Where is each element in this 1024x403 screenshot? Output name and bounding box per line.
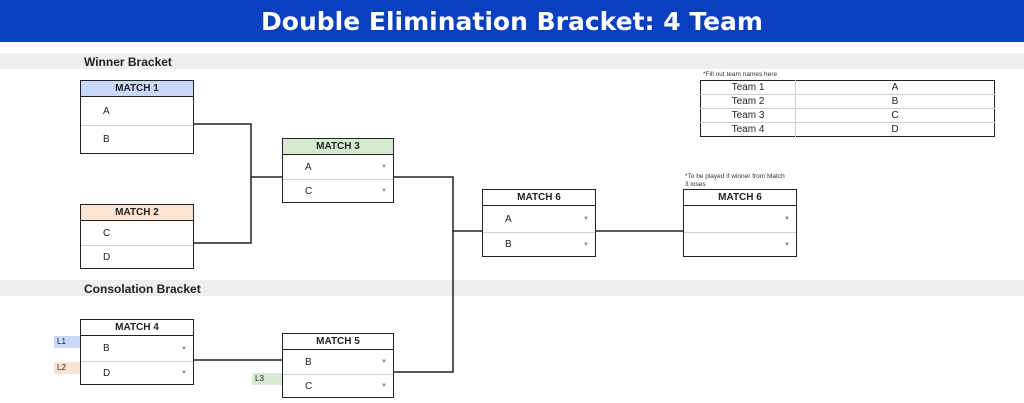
team-name: B <box>505 239 512 250</box>
match-6-slot-top[interactable]: A▼ <box>483 206 595 232</box>
chevron-down-icon[interactable]: ▼ <box>784 241 790 248</box>
team-name-cell[interactable]: B <box>795 94 995 109</box>
match-2-slot-top[interactable]: C <box>81 221 193 245</box>
match-6-final-slot-bottom[interactable]: ▼ <box>684 232 796 256</box>
chevron-down-icon[interactable]: ▼ <box>381 164 387 170</box>
connector-m2-m3 <box>194 177 252 244</box>
table-row: Team 2 B <box>700 94 995 109</box>
chevron-down-icon[interactable]: ▼ <box>181 345 187 352</box>
chevron-down-icon[interactable]: ▼ <box>583 241 589 248</box>
match-6-final-slot-top[interactable]: ▼ <box>684 206 796 232</box>
match-4-title: MATCH 4 <box>81 320 193 336</box>
match-1-slot-bottom[interactable]: B <box>81 125 193 153</box>
match-6-slot-bottom[interactable]: B▼ <box>483 232 595 256</box>
match-5: MATCH 5 B▼ C▼ <box>282 333 394 398</box>
team-name: B <box>103 343 110 354</box>
team-name-cell[interactable]: D <box>891 124 899 135</box>
match-1-title: MATCH 1 <box>81 81 193 97</box>
match-2-title: MATCH 2 <box>81 205 193 221</box>
match-6-title: MATCH 6 <box>483 190 595 206</box>
table-row: Team 1 A <box>700 80 995 95</box>
match-6-final-title: MATCH 6 <box>684 190 796 206</box>
tag-l2: L2 <box>54 362 80 374</box>
team-name: C <box>103 227 111 239</box>
match-5-slot-top[interactable]: B▼ <box>283 350 393 374</box>
match-3-slot-bottom[interactable]: C▼ <box>283 179 393 202</box>
connector-m5-m6 <box>394 231 454 373</box>
match-2: MATCH 2 C D <box>80 204 194 269</box>
tag-l3: L3 <box>252 373 282 385</box>
connector-m1-m3 <box>194 123 282 178</box>
tag-l1: L1 <box>54 336 80 348</box>
team-label: Team 1 <box>700 80 796 95</box>
table-row: Team 4 D <box>700 122 995 137</box>
team-name: A <box>305 161 312 173</box>
section-label-winner: Winner Bracket <box>84 55 172 69</box>
team-label: Team 3 <box>700 108 796 123</box>
table-row: Team 3 C <box>700 108 995 123</box>
chevron-down-icon[interactable]: ▼ <box>381 359 387 365</box>
match-4-slot-bottom[interactable]: D▼ <box>81 361 193 384</box>
chevron-down-icon[interactable]: ▼ <box>381 188 387 194</box>
team-names-table: Team 1 A Team 2 B Team 3 C Team 4 D <box>700 80 995 137</box>
match-3-title: MATCH 3 <box>283 139 393 155</box>
team-name: D <box>103 251 111 263</box>
team-name: C <box>305 185 313 197</box>
match-6-final: MATCH 6 ▼ ▼ <box>683 189 797 257</box>
team-name: A <box>103 105 110 117</box>
team-label: Team 4 <box>700 122 796 137</box>
connector-m3-m6 <box>394 176 482 232</box>
team-name: C <box>305 380 313 392</box>
team-label: Team 2 <box>700 94 796 109</box>
match-4: MATCH 4 B▼ D▼ <box>80 319 194 385</box>
final-note: *To be played if winner from Match 3 los… <box>685 173 785 188</box>
team-name-cell[interactable]: C <box>795 108 995 123</box>
match-3: MATCH 3 A▼ C▼ <box>282 138 394 203</box>
team-name: B <box>305 356 312 368</box>
teams-note: *Fill out team names here <box>703 71 778 78</box>
match-1: MATCH 1 A B <box>80 80 194 154</box>
chevron-down-icon[interactable]: ▼ <box>381 383 387 389</box>
team-name: A <box>505 213 512 225</box>
match-2-slot-bottom[interactable]: D <box>81 245 193 268</box>
section-strip-consolation <box>0 280 1024 296</box>
section-strip-winner <box>0 53 1024 69</box>
match-4-slot-top[interactable]: B▼ <box>81 336 193 361</box>
chevron-down-icon[interactable]: ▼ <box>583 216 589 222</box>
match-1-slot-top[interactable]: A <box>81 97 193 125</box>
match-5-slot-bottom[interactable]: C▼ <box>283 374 393 397</box>
team-name: B <box>103 134 110 145</box>
team-name-cell[interactable]: A <box>795 80 995 95</box>
page-title: Double Elimination Bracket: 4 Team <box>0 0 1024 42</box>
section-label-consolation: Consolation Bracket <box>84 282 201 296</box>
match-5-title: MATCH 5 <box>283 334 393 350</box>
chevron-down-icon[interactable]: ▼ <box>784 216 790 222</box>
team-name: D <box>103 367 111 379</box>
match-3-slot-top[interactable]: A▼ <box>283 155 393 179</box>
match-6: MATCH 6 A▼ B▼ <box>482 189 596 257</box>
chevron-down-icon[interactable]: ▼ <box>181 370 187 376</box>
